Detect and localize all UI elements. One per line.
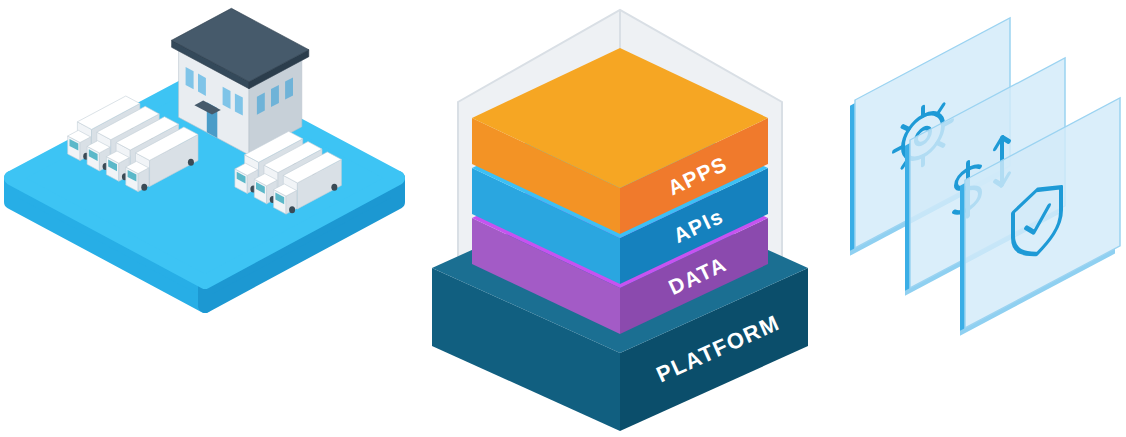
security-panels [850,18,1120,336]
truck-cab [126,161,149,191]
truck-window [89,149,98,161]
truck-cargo-top [283,152,341,183]
window [285,77,293,99]
slab-shape [472,48,768,234]
glass-panel [960,98,1120,336]
truck-window [256,182,265,194]
layer-slab: APPS [472,48,768,234]
truck-wheel [289,206,295,213]
window [257,92,265,114]
tile-top [11,75,398,282]
depot-illustration [11,8,398,306]
truck-wheel [331,184,337,191]
window [235,93,243,115]
window [271,85,279,107]
truck-window [70,139,79,151]
shield-icon [1013,177,1061,266]
truck-window [275,193,284,205]
truck-wheel [141,184,147,191]
truck-cargo-top [136,127,199,160]
panel-face [965,98,1120,328]
warehouse-roof [172,8,309,88]
window [198,74,206,96]
truck-cab [274,184,297,214]
truck-window [237,172,246,184]
window [223,87,231,109]
truck-wheel [188,159,194,166]
canopy [194,101,220,115]
window [186,67,194,89]
truck-window [128,170,137,182]
truck-window [108,160,117,172]
